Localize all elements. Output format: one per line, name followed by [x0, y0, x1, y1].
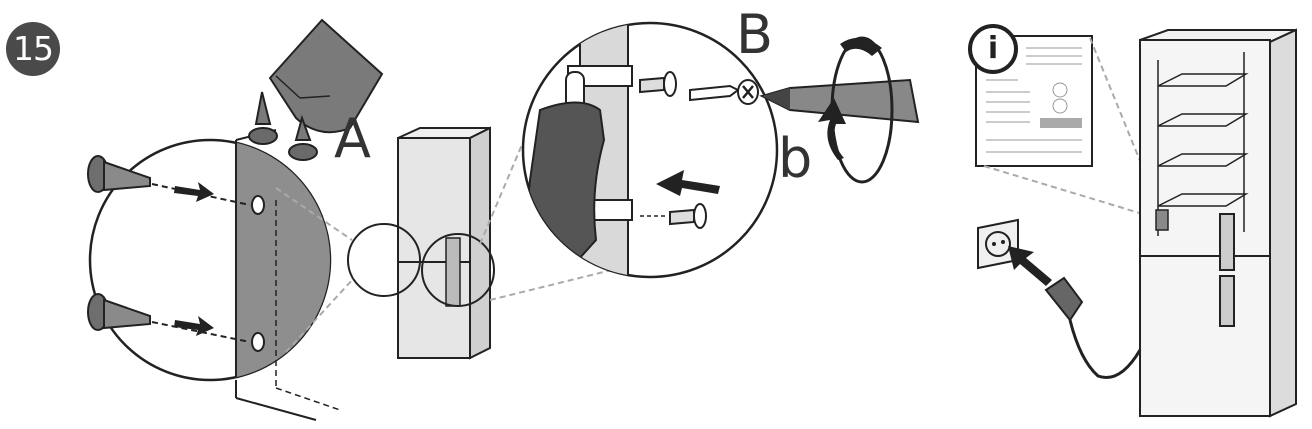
handle-detail-circle [521, 21, 779, 279]
zoom-guide-lines [275, 101, 621, 353]
insert-arrow-upper [151, 182, 251, 206]
plug-arrow [1008, 246, 1052, 286]
step-number-badge: 15 [6, 22, 60, 76]
cap-plug-lower [87, 293, 151, 331]
info-icon: i [968, 24, 1018, 74]
label-b-upper: B [736, 3, 774, 66]
power-plug [1044, 276, 1142, 379]
loose-cap-1 [248, 91, 278, 145]
appliance-side-view [397, 126, 491, 360]
zoom-circle-right [421, 233, 495, 307]
push-arrow [656, 170, 720, 196]
hinge-screw-lower [640, 203, 707, 229]
label-b-lower: b [778, 127, 813, 190]
insert-arrow-lower [151, 316, 251, 343]
fridge [1139, 28, 1297, 418]
cap-plug-upper [87, 155, 151, 193]
parts-bag [268, 18, 384, 134]
hinge-screw-upper [639, 71, 677, 97]
loose-cap-2 [288, 114, 318, 161]
label-a: A [334, 107, 371, 170]
plug-anchor [689, 79, 759, 105]
screwdriver [759, 78, 920, 124]
zoom-circle-left [347, 223, 421, 297]
rotate-arrow [818, 36, 894, 184]
